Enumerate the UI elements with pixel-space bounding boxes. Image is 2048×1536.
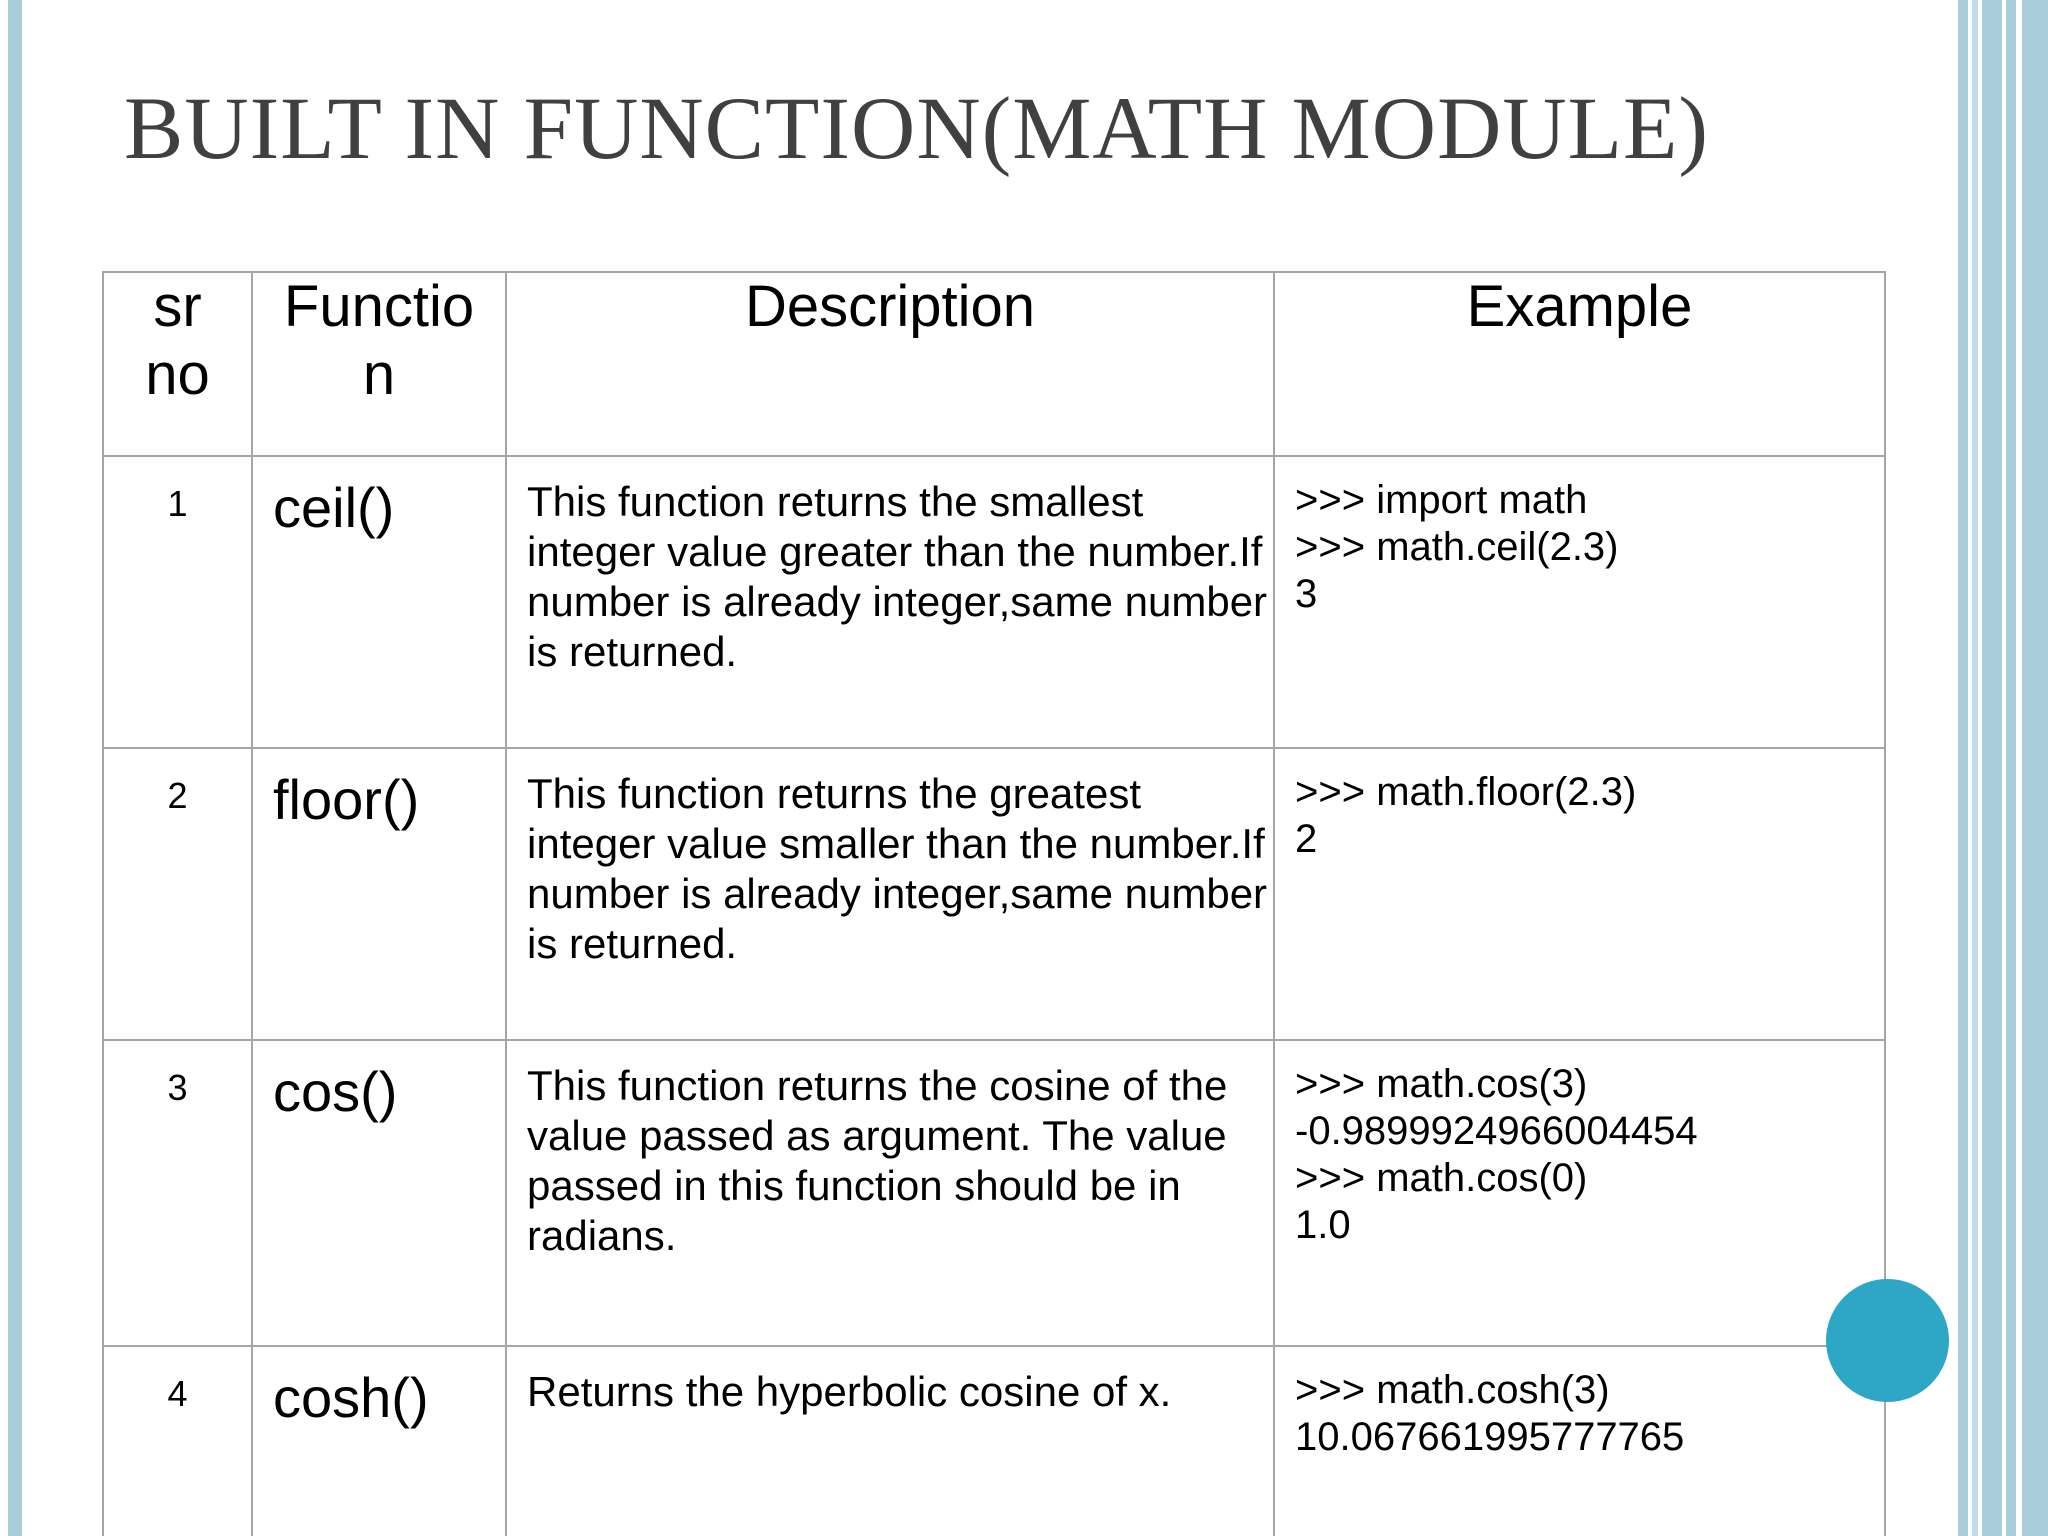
right-decorative-bar — [2006, 0, 2016, 1536]
table-row: 3 cos() This function returns the cosine… — [102, 1039, 1886, 1347]
row-description: This function returns the greatest integ… — [505, 747, 1275, 1041]
row-function-name: ceil() — [251, 455, 507, 749]
example-line: >>> import math — [1295, 478, 1588, 522]
example-line: 2 — [1295, 817, 1318, 861]
header-function-line1: Functio — [283, 274, 475, 339]
right-decorative-bar — [1958, 0, 1968, 1536]
row-example: >>> math.floor(2.3) 2 — [1273, 747, 1886, 1041]
row-sr-no: 2 — [102, 747, 253, 1041]
left-decorative-bar — [8, 0, 22, 1536]
math-functions-table: sr no Functio n Description Example 1 ce… — [102, 271, 1886, 1536]
right-decorative-bar — [1972, 0, 1978, 1536]
header-sr-line2: no — [145, 342, 210, 407]
example-line: -0.9899924966004454 — [1295, 1109, 1698, 1153]
example-line: 3 — [1295, 572, 1318, 616]
row-sr-no: 4 — [102, 1345, 253, 1536]
decorative-circle — [1826, 1279, 1949, 1402]
table-row: 2 floor() This function returns the grea… — [102, 747, 1886, 1041]
table-row: 1 ceil() This function returns the small… — [102, 455, 1886, 749]
example-line: >>> math.floor(2.3) — [1295, 770, 1637, 814]
header-example: Example — [1273, 271, 1886, 457]
header-sr-line1: sr — [153, 274, 202, 339]
example-line: >>> math.ceil(2.3) — [1295, 525, 1619, 569]
row-sr-no: 3 — [102, 1039, 253, 1347]
row-function-name: cosh() — [251, 1345, 507, 1536]
row-description: This function returns the smallest integ… — [505, 455, 1275, 749]
row-example: >>> math.cos(3) -0.9899924966004454 >>> … — [1273, 1039, 1886, 1347]
table-row: 4 cosh() Returns the hyperbolic cosine o… — [102, 1345, 1886, 1536]
example-line: >>> math.cos(3) — [1295, 1062, 1588, 1106]
example-line: >>> math.cosh(3) — [1295, 1368, 1610, 1412]
header-sr-no: sr no — [102, 271, 253, 457]
header-function: Functio n — [251, 271, 507, 457]
slide-title: BUILT IN FUNCTION(MATH MODULE) — [124, 80, 1709, 178]
row-function-name: cos() — [251, 1039, 507, 1347]
example-line: 1.0 — [1295, 1203, 1351, 1247]
row-sr-no: 1 — [102, 455, 253, 749]
row-example: >>> import math >>> math.ceil(2.3) 3 — [1273, 455, 1886, 749]
example-line: >>> math.cos(0) — [1295, 1156, 1588, 1200]
row-description: This function returns the cosine of the … — [505, 1039, 1275, 1347]
row-description: Returns the hyperbolic cosine of x. — [505, 1345, 1275, 1536]
example-line: 10.067661995777765 — [1295, 1415, 1685, 1459]
table-header-row: sr no Functio n Description Example — [102, 271, 1886, 457]
row-function-name: floor() — [251, 747, 507, 1041]
right-decorative-bar — [1982, 0, 2002, 1536]
row-example: >>> math.cosh(3) 10.067661995777765 — [1273, 1345, 1886, 1536]
header-function-line2: n — [362, 342, 396, 407]
right-decorative-bar — [2022, 0, 2048, 1536]
header-description: Description — [505, 271, 1275, 457]
